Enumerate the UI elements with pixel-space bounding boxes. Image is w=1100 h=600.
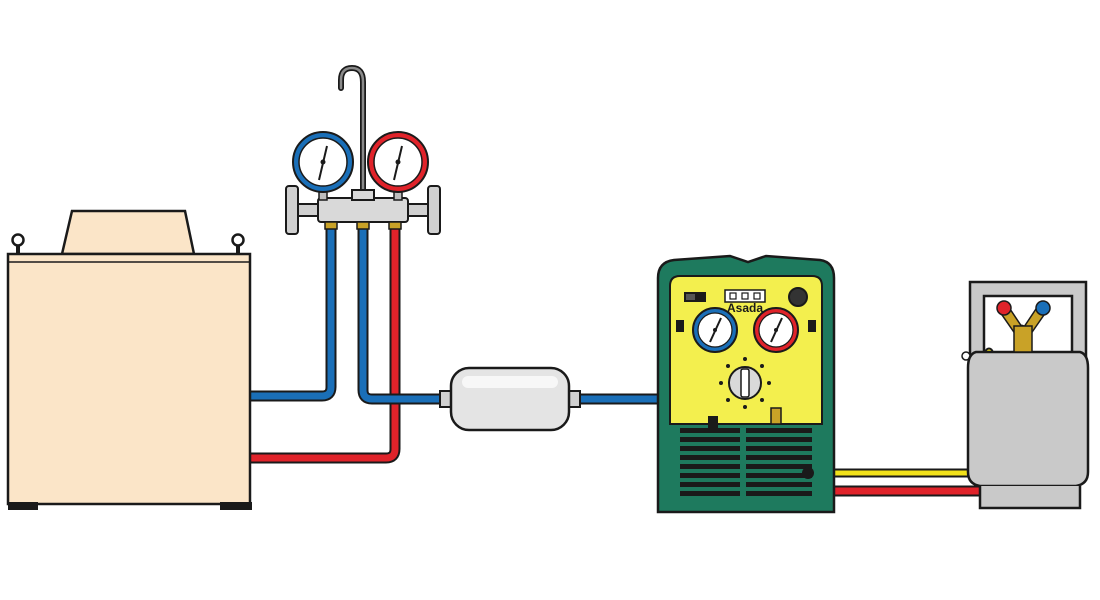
recovery-aux-port: [802, 467, 814, 479]
cylinder-base: [978, 486, 1082, 510]
lifting-eye-left: [11, 233, 25, 254]
recovery-outlet-port: [770, 407, 782, 425]
rotary-knob-icon[interactable]: [719, 357, 771, 409]
manifold-left-valve-handle[interactable]: [285, 185, 321, 235]
hoses: [244, 220, 1027, 497]
recovery-low-gauge: [692, 307, 738, 353]
ac-unit-foot-left: [8, 502, 38, 510]
ac-unit: [6, 209, 252, 510]
ac-unit-top-cap: [60, 209, 196, 256]
cylinder-body: [966, 350, 1090, 488]
manifold-ports: [324, 221, 402, 230]
ac-unit-foot-right: [220, 502, 252, 510]
indicator-lights: [724, 289, 766, 303]
manifold-center-hose: [357, 220, 456, 405]
cylinder-vapor-valve-knob[interactable]: [1035, 300, 1051, 316]
lifting-eye-right: [231, 233, 245, 254]
low-side-hose-unit-to-manifold: [244, 220, 337, 402]
ac-unit-body: [6, 252, 252, 506]
cylinder-valve[interactable]: [996, 300, 1051, 353]
recovery-high-gauge: [753, 307, 799, 353]
manifold-body: [317, 197, 409, 223]
cylinder-liquid-valve-knob[interactable]: [996, 300, 1012, 316]
manifold-gauge-set: [285, 64, 441, 235]
high-side-hose-unit-to-manifold: [244, 220, 401, 464]
recovery-unit: Asada: [656, 254, 836, 514]
low-pressure-gauge: [292, 131, 354, 193]
brand-label: Asada: [727, 301, 763, 315]
manifold-right-valve-handle[interactable]: [405, 185, 441, 235]
high-pressure-gauge: [367, 131, 429, 193]
filter-drier: [439, 366, 581, 432]
recovery-inlet-port: [708, 416, 718, 430]
recovery-cylinder: [961, 280, 1090, 510]
reset-button[interactable]: [788, 287, 808, 307]
recovery-unit-vents: [680, 428, 812, 496]
